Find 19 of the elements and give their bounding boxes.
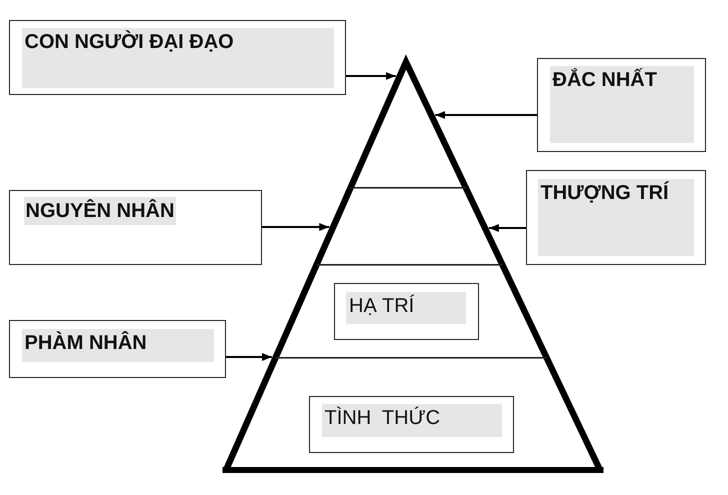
level-label: TÌNH THỨC	[324, 406, 442, 430]
level-label: NGUYÊN NHÂN	[24, 196, 176, 224]
level-label: CON NGƯỜI ĐẠI ĐẠO	[24, 29, 235, 54]
label-box	[9, 190, 262, 265]
label-box	[309, 396, 514, 453]
arrow	[346, 72, 396, 80]
label-box	[9, 320, 226, 378]
arrow	[435, 111, 537, 119]
level-label: THƯỢNG TRÍ	[540, 180, 670, 206]
label-box	[526, 170, 706, 265]
label-box	[9, 20, 346, 95]
level-label: HẠ TRÍ	[348, 294, 416, 318]
arrow	[488, 224, 526, 232]
level-label: PHÀM NHÂN	[24, 330, 148, 356]
level-label: ĐẮC NHẤT	[552, 67, 658, 92]
arrow	[262, 223, 330, 231]
label-box	[334, 283, 478, 340]
arrow	[226, 353, 272, 361]
label-box	[537, 58, 706, 152]
